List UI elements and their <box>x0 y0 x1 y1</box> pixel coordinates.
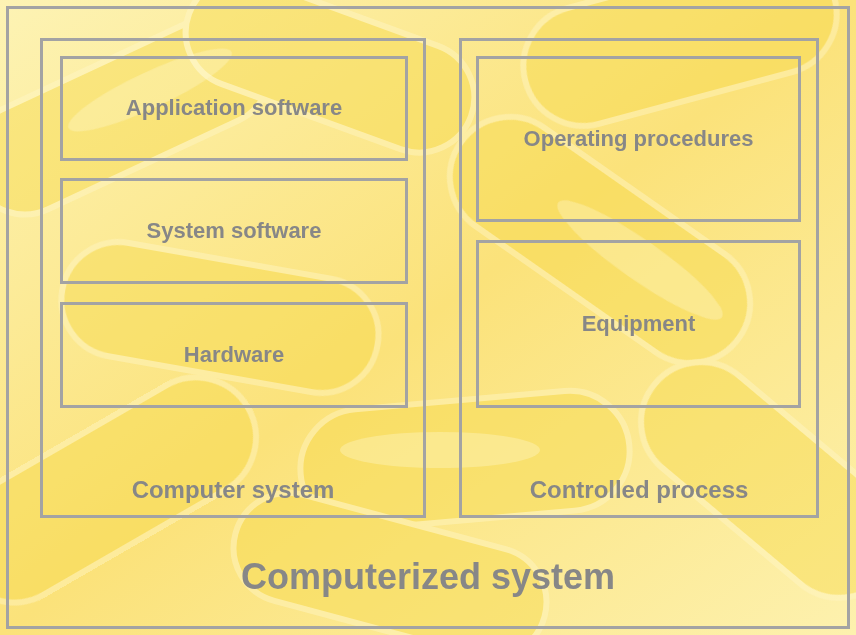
box-label: Application software <box>63 95 405 121</box>
box-label: Hardware <box>63 342 405 368</box>
component-box: Equipment <box>476 240 801 408</box>
group-label: Controlled process <box>462 476 816 505</box>
group-box: Computer system Application softwareSyste… <box>40 38 426 518</box>
component-box: Operating procedures <box>476 56 801 222</box>
box-label: Operating procedures <box>479 126 798 152</box>
outer-system-box: Computerized system Computer system Applic… <box>6 6 850 629</box>
group-label: Computer system <box>43 476 423 505</box>
box-label: Equipment <box>479 311 798 337</box>
component-box: Application software <box>60 56 408 161</box>
component-box: System software <box>60 178 408 284</box>
group-box: Controlled process Operating proceduresEq… <box>459 38 819 518</box>
group-label: Computerized system <box>9 555 847 598</box>
component-box: Hardware <box>60 302 408 408</box>
box-label: System software <box>63 218 405 244</box>
